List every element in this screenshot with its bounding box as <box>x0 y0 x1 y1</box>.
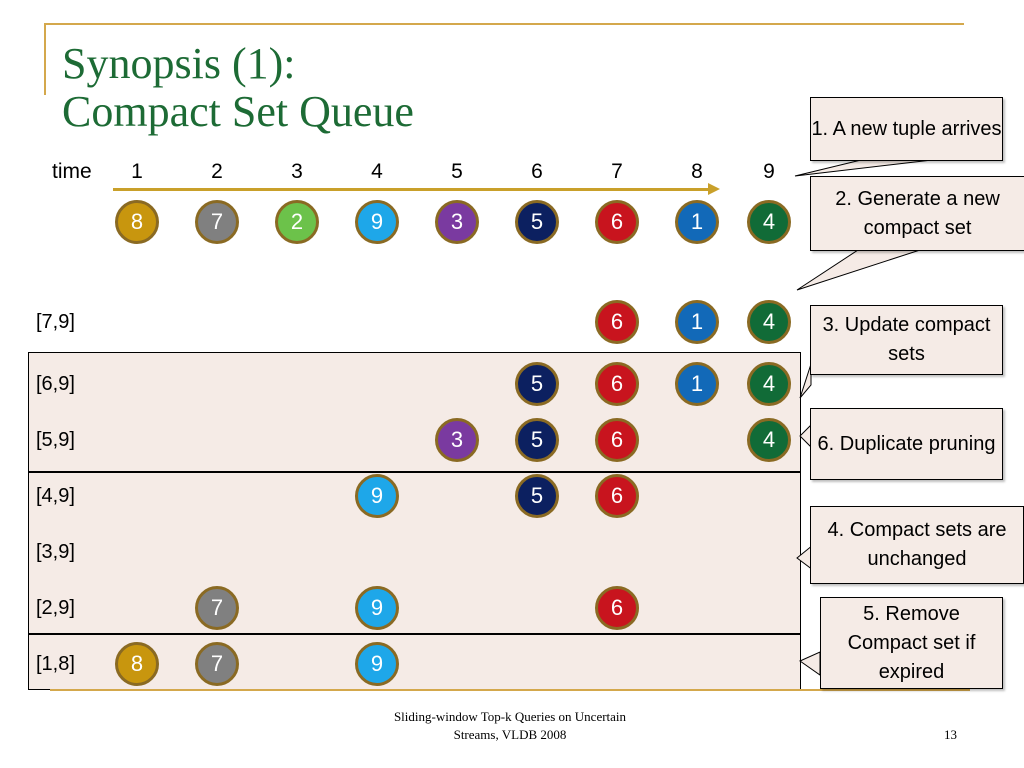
time-tick: 7 <box>611 160 623 183</box>
tuple-circle: 5 <box>515 200 559 244</box>
footer-line2: Streams, VLDB 2008 <box>453 727 567 742</box>
tuple-circle: 1 <box>675 200 719 244</box>
tuple-circle: 7 <box>195 586 239 630</box>
compact-set-label: [2,9] <box>36 597 75 619</box>
tuple-circle: 5 <box>515 362 559 406</box>
tuple-circle: 6 <box>595 418 639 462</box>
compact-set-label: [1,8] <box>36 653 75 675</box>
slide-title-line1: Synopsis (1): <box>62 39 296 88</box>
tuple-circle: 7 <box>195 642 239 686</box>
time-tick: 9 <box>763 160 775 183</box>
compact-set-label: [7,9] <box>36 311 75 333</box>
page-number: 13 <box>944 727 957 742</box>
tuple-circle: 4 <box>747 418 791 462</box>
time-tick: 4 <box>371 160 383 183</box>
tuple-circle: 9 <box>355 474 399 518</box>
time-tick: 1 <box>131 160 143 183</box>
tuple-circle: 9 <box>355 200 399 244</box>
compact-set-label: [3,9] <box>36 541 75 563</box>
tuple-circle: 4 <box>747 200 791 244</box>
callout-duplicate-pruning: 6. Duplicate pruning <box>810 408 1003 480</box>
tuple-circle: 4 <box>747 300 791 344</box>
callout-generate-set: 2. Generate a new compact set <box>810 176 1024 251</box>
tuple-circle: 4 <box>747 362 791 406</box>
callout-sets-unchanged: 4. Compact sets are unchanged <box>810 506 1024 584</box>
callout-update-sets: 3. Update compact sets <box>810 305 1003 375</box>
time-tick: 8 <box>691 160 703 183</box>
compact-set-label: [4,9] <box>36 485 75 507</box>
tuple-circle: 5 <box>515 418 559 462</box>
callout-pointer-5 <box>798 651 821 676</box>
tuple-circle: 6 <box>595 362 639 406</box>
footer-citation: Sliding-window Top-k Queries on Uncertai… <box>330 708 690 744</box>
tuple-circle: 9 <box>355 586 399 630</box>
bottom-rule <box>50 689 970 691</box>
tuple-circle: 6 <box>595 200 639 244</box>
tuple-circle: 3 <box>435 200 479 244</box>
tuple-circle: 6 <box>595 586 639 630</box>
title-rule-top <box>44 23 964 25</box>
queue-box-updated <box>28 352 801 472</box>
compact-set-label: [5,9] <box>36 429 75 451</box>
tuple-circle: 6 <box>595 474 639 518</box>
slide-title-line2: Compact Set Queue <box>62 87 414 136</box>
tuple-circle: 8 <box>115 642 159 686</box>
time-tick: 5 <box>451 160 463 183</box>
tuple-circle: 7 <box>195 200 239 244</box>
tuple-circle: 3 <box>435 418 479 462</box>
callout-pointer-2 <box>796 249 921 291</box>
time-tick: 6 <box>531 160 543 183</box>
tuple-circle: 1 <box>675 362 719 406</box>
tuple-circle: 1 <box>675 300 719 344</box>
time-tick: 2 <box>211 160 223 183</box>
footer-line1: Sliding-window Top-k Queries on Uncertai… <box>393 709 627 724</box>
callout-remove-expired: 5. Remove Compact set if expired <box>820 597 1003 689</box>
compact-set-label: [6,9] <box>36 373 75 395</box>
time-arrow <box>113 188 710 191</box>
time-tick: 3 <box>291 160 303 183</box>
queue-box-unchanged <box>28 472 801 634</box>
title-rule-left <box>44 23 46 95</box>
tuple-circle: 8 <box>115 200 159 244</box>
slide-title: Synopsis (1): Compact Set Queue <box>62 40 622 136</box>
callout-pointer-1 <box>794 159 933 177</box>
time-arrow-head <box>708 183 720 195</box>
time-axis-label: time <box>52 160 92 183</box>
tuple-circle: 9 <box>355 642 399 686</box>
callout-new-tuple: 1. A new tuple arrives <box>810 97 1003 161</box>
tuple-circle: 2 <box>275 200 319 244</box>
tuple-circle: 6 <box>595 300 639 344</box>
tuple-circle: 5 <box>515 474 559 518</box>
